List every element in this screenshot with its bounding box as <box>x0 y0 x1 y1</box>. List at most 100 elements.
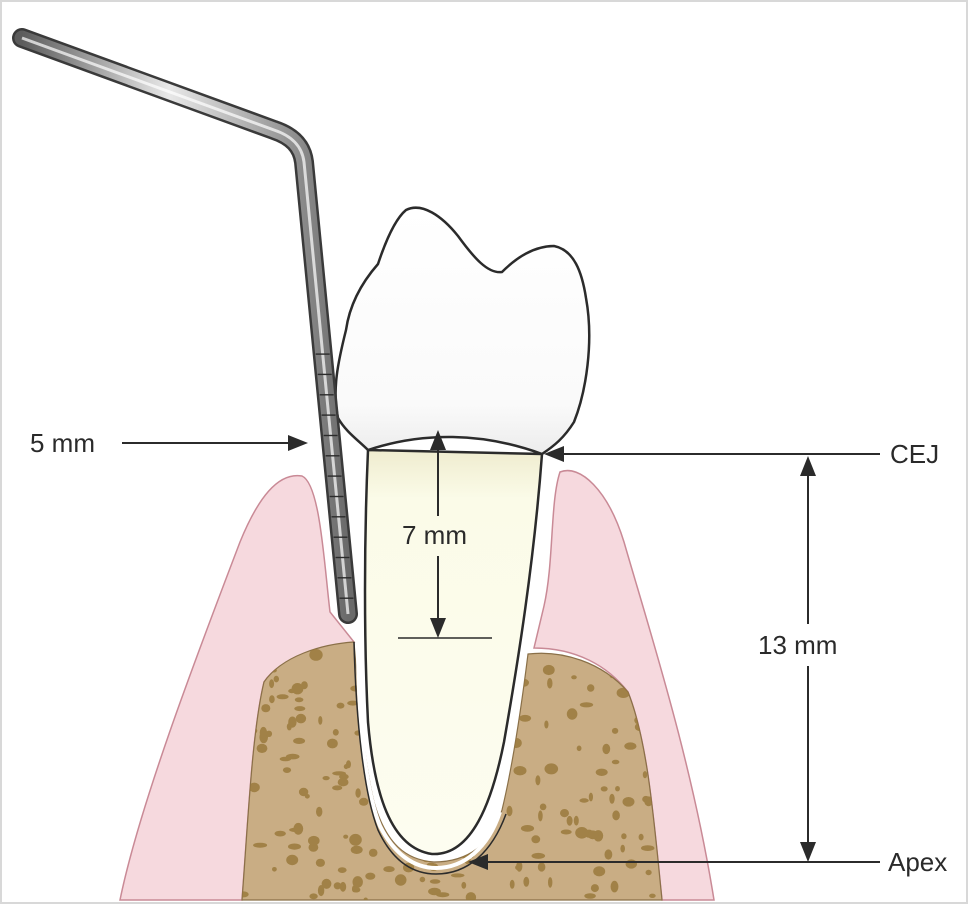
bone-pore <box>352 887 360 892</box>
bone-pore <box>351 846 363 854</box>
bone-pore <box>323 776 330 780</box>
bone-pore <box>277 694 289 699</box>
bone-pore <box>332 771 346 775</box>
bone-pore <box>269 679 274 688</box>
bone-pore <box>575 827 588 839</box>
bone-pore <box>333 729 339 736</box>
bone-pore <box>295 697 304 702</box>
bone-pore <box>601 786 608 791</box>
bone-pore <box>257 744 268 753</box>
bone-pore <box>318 716 322 725</box>
bone-pore <box>567 816 573 826</box>
bone-pore <box>288 717 296 728</box>
tooth-crown <box>336 208 590 454</box>
bone-pore <box>571 675 577 679</box>
bone-pore <box>519 715 531 722</box>
bone-pore <box>322 879 332 889</box>
bone-pore <box>308 836 320 846</box>
bone-pore <box>580 702 593 707</box>
bone-pore <box>359 798 368 806</box>
bone-pore <box>316 859 325 867</box>
bone-pore <box>283 767 291 773</box>
bone-pore <box>269 695 275 703</box>
bone-pore <box>649 894 656 898</box>
bone-pore <box>430 879 441 884</box>
bone-pore <box>288 844 301 850</box>
bone-pore <box>514 766 527 775</box>
bone-pore <box>612 810 620 820</box>
bone-pore <box>584 893 596 899</box>
bone-pore <box>338 867 347 873</box>
bone-pore <box>577 746 582 752</box>
bone-pore <box>587 684 594 691</box>
bone-pore <box>260 727 267 739</box>
bone-pore <box>538 810 543 821</box>
bone-pore <box>543 665 555 675</box>
bone-pore <box>515 865 521 870</box>
bone-pore <box>510 738 522 748</box>
bone-pore <box>365 873 375 880</box>
bone-pore <box>510 880 515 889</box>
bone-pore <box>253 843 267 848</box>
bone-pore <box>624 742 636 749</box>
bone-pore <box>293 823 303 835</box>
bone-pore <box>612 760 620 765</box>
bone-pore <box>369 849 378 857</box>
bone-pore <box>540 804 547 811</box>
root-length-label: 13 mm <box>758 630 837 660</box>
apex-label: Apex <box>888 847 947 877</box>
bone-pore <box>420 877 426 882</box>
bone-pore <box>574 816 579 826</box>
bone-pore <box>538 862 546 871</box>
bone-pore <box>293 738 305 744</box>
bone-pore <box>466 892 476 903</box>
bone-pore <box>602 744 610 754</box>
bone-pore <box>643 771 647 778</box>
bone-pore <box>395 874 407 885</box>
bone-pore <box>436 892 449 897</box>
probe-depth-label: 5 mm <box>30 428 95 458</box>
bone-pore <box>332 785 342 790</box>
bone-pore <box>639 834 644 841</box>
bone-pore <box>349 834 362 846</box>
bone-pore <box>535 775 540 785</box>
bone-pore <box>484 810 493 815</box>
bone-pore <box>383 866 394 872</box>
bone-pore <box>338 778 349 786</box>
bone-pore <box>309 893 317 899</box>
bone-pore <box>355 788 360 798</box>
bone-pore <box>544 721 548 729</box>
bone-pore <box>280 757 292 762</box>
bone-pore <box>626 859 637 868</box>
bone-pore <box>364 898 368 902</box>
bone-pore <box>532 853 546 859</box>
bone-pore <box>621 833 626 839</box>
bone-pore <box>531 835 540 843</box>
bone-pore <box>560 809 569 817</box>
bone-pore <box>451 873 465 877</box>
bone-pore <box>337 703 345 709</box>
bone-pore <box>548 877 552 888</box>
bone-pore <box>305 794 310 799</box>
bone-pore <box>547 678 552 689</box>
bone-pore <box>611 881 619 893</box>
bone-pore <box>545 763 559 774</box>
bone-pore <box>609 794 614 804</box>
bone-pore <box>561 830 572 835</box>
bone-pore <box>461 882 466 889</box>
bone-pore <box>275 831 286 837</box>
bone-pore <box>286 855 298 865</box>
bone-pore <box>334 882 342 889</box>
bone-pore <box>272 867 277 872</box>
bone-pore <box>605 849 613 859</box>
bone-pore <box>641 845 654 851</box>
bone-pore <box>261 704 270 712</box>
bone-pore <box>615 786 620 791</box>
bone-pore <box>523 877 529 887</box>
bone-pore <box>274 676 279 683</box>
bone-pore <box>344 764 349 769</box>
bone-pore <box>591 884 599 892</box>
bone-pore <box>567 708 578 719</box>
attachment-loss-label: 7 mm <box>402 520 467 550</box>
